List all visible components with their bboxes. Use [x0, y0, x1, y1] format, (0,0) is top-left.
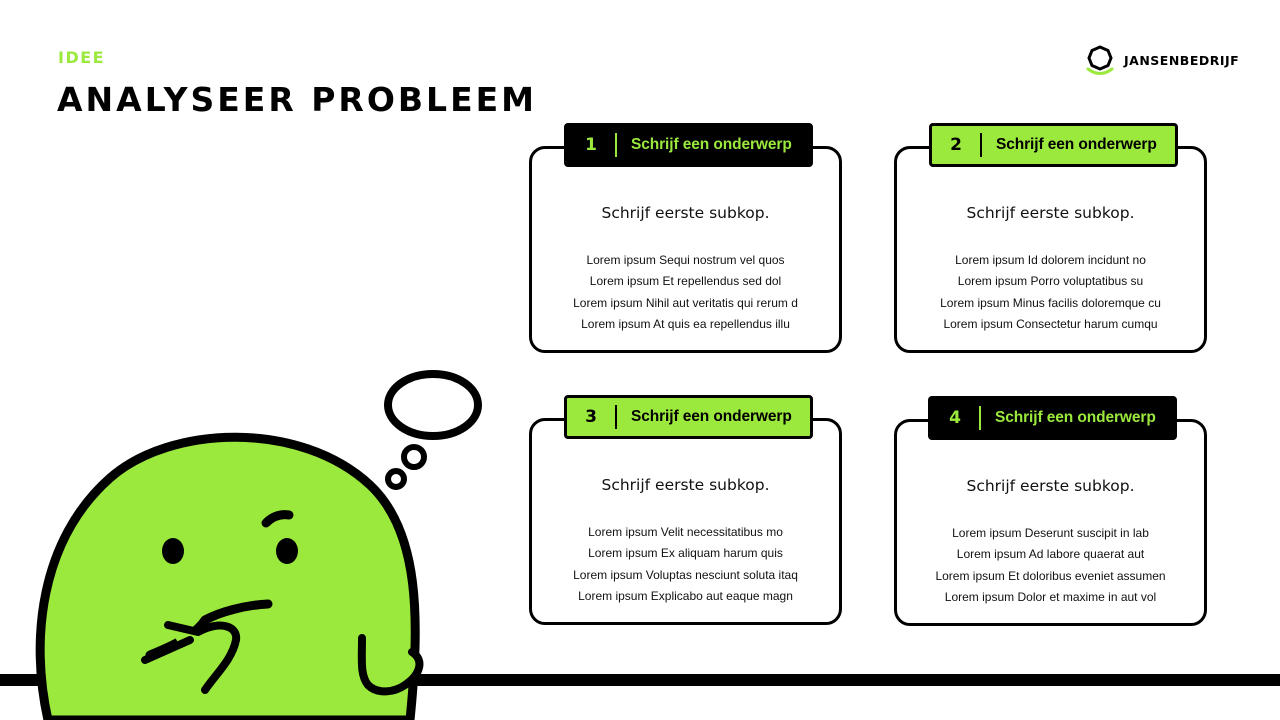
card-line: Lorem ipsum Ad labore quaerat aut: [956, 547, 1145, 562]
card-line: Lorem ipsum At quis ea repellendus illu: [581, 316, 790, 331]
thinking-face-mascot-icon: [35, 370, 482, 720]
card-title: Schrijf een onderwerp: [995, 409, 1156, 426]
card-subtitle: Schrijf eerste subkop.: [966, 204, 1135, 222]
topic-card-3: Schrijf eerste subkop. Lorem ipsum Velit…: [529, 418, 842, 625]
card-body: Lorem ipsum Velit necessitatibus mo Lore…: [532, 522, 839, 607]
card-title: Schrijf een onderwerp: [996, 136, 1157, 153]
card-line: Lorem ipsum Explicabo aut eaque magn: [578, 588, 793, 603]
card-line: Lorem ipsum Ex aliquam harum quis: [588, 546, 783, 561]
card-body: Lorem ipsum Sequi nostrum vel quos Lorem…: [532, 250, 839, 335]
card-title: Schrijf een onderwerp: [631, 136, 792, 153]
card-tab-2: 2 Schrijf een onderwerp: [929, 123, 1178, 167]
card-line: Lorem ipsum Minus facilis doloremque cu: [940, 295, 1161, 310]
card-line: Lorem ipsum Nihil aut veritatis qui reru…: [573, 295, 798, 310]
card-tab-4: 4 Schrijf een onderwerp: [928, 396, 1177, 440]
card-line: Lorem ipsum Sequi nostrum vel quos: [586, 253, 785, 267]
topic-card-2: Schrijf eerste subkop. Lorem ipsum Id do…: [894, 146, 1207, 353]
card-line: Lorem ipsum Dolor et maxime in aut vol: [944, 589, 1157, 604]
card-tab-1: 1 Schrijf een onderwerp: [564, 123, 813, 167]
card-tab-3: 3 Schrijf een onderwerp: [564, 395, 813, 439]
card-line: Lorem ipsum Porro voluptatibus su: [957, 274, 1144, 289]
card-line: Lorem ipsum Id dolorem incidunt no: [955, 253, 1146, 267]
brand-name: JANSENBEDRIJF: [1124, 52, 1240, 68]
card-subtitle: Schrijf eerste subkop.: [601, 476, 770, 494]
ring-logo-icon: [1086, 45, 1114, 75]
section-eyebrow: IDEE: [58, 48, 106, 67]
topic-card-1: Schrijf eerste subkop. Lorem ipsum Sequi…: [529, 146, 842, 353]
card-subtitle: Schrijf eerste subkop.: [966, 477, 1135, 495]
tab-divider: [615, 133, 617, 157]
card-number: 3: [585, 407, 597, 427]
brand-logo: JANSENBEDRIJF: [1086, 44, 1239, 76]
card-number: 1: [585, 135, 597, 155]
card-number: 2: [950, 135, 962, 155]
card-body: Lorem ipsum Id dolorem incidunt no Lorem…: [897, 250, 1204, 335]
card-line: Lorem ipsum Consectetur harum cumqu: [943, 316, 1158, 331]
card-line: Lorem ipsum Velit necessitatibus mo: [588, 525, 783, 539]
tab-divider: [979, 406, 981, 430]
card-line: Lorem ipsum Et doloribus eveniet assumen: [935, 568, 1166, 583]
card-line: Lorem ipsum Deserunt suscipit in lab: [952, 526, 1149, 540]
topic-card-4: Schrijf eerste subkop. Lorem ipsum Deser…: [894, 419, 1207, 626]
card-line: Lorem ipsum Voluptas nesciunt soluta ita…: [573, 567, 798, 582]
tab-divider: [980, 133, 982, 157]
card-subtitle: Schrijf eerste subkop.: [601, 204, 770, 222]
card-number: 4: [949, 408, 961, 428]
card-body: Lorem ipsum Deserunt suscipit in lab Lor…: [897, 523, 1204, 608]
card-line: Lorem ipsum Et repellendus sed dol: [589, 274, 782, 289]
page-title: ANALYSEER PROBLEEM: [57, 80, 537, 119]
tab-divider: [615, 405, 617, 429]
card-title: Schrijf een onderwerp: [631, 408, 792, 425]
thought-bubble-icon: [384, 370, 482, 490]
